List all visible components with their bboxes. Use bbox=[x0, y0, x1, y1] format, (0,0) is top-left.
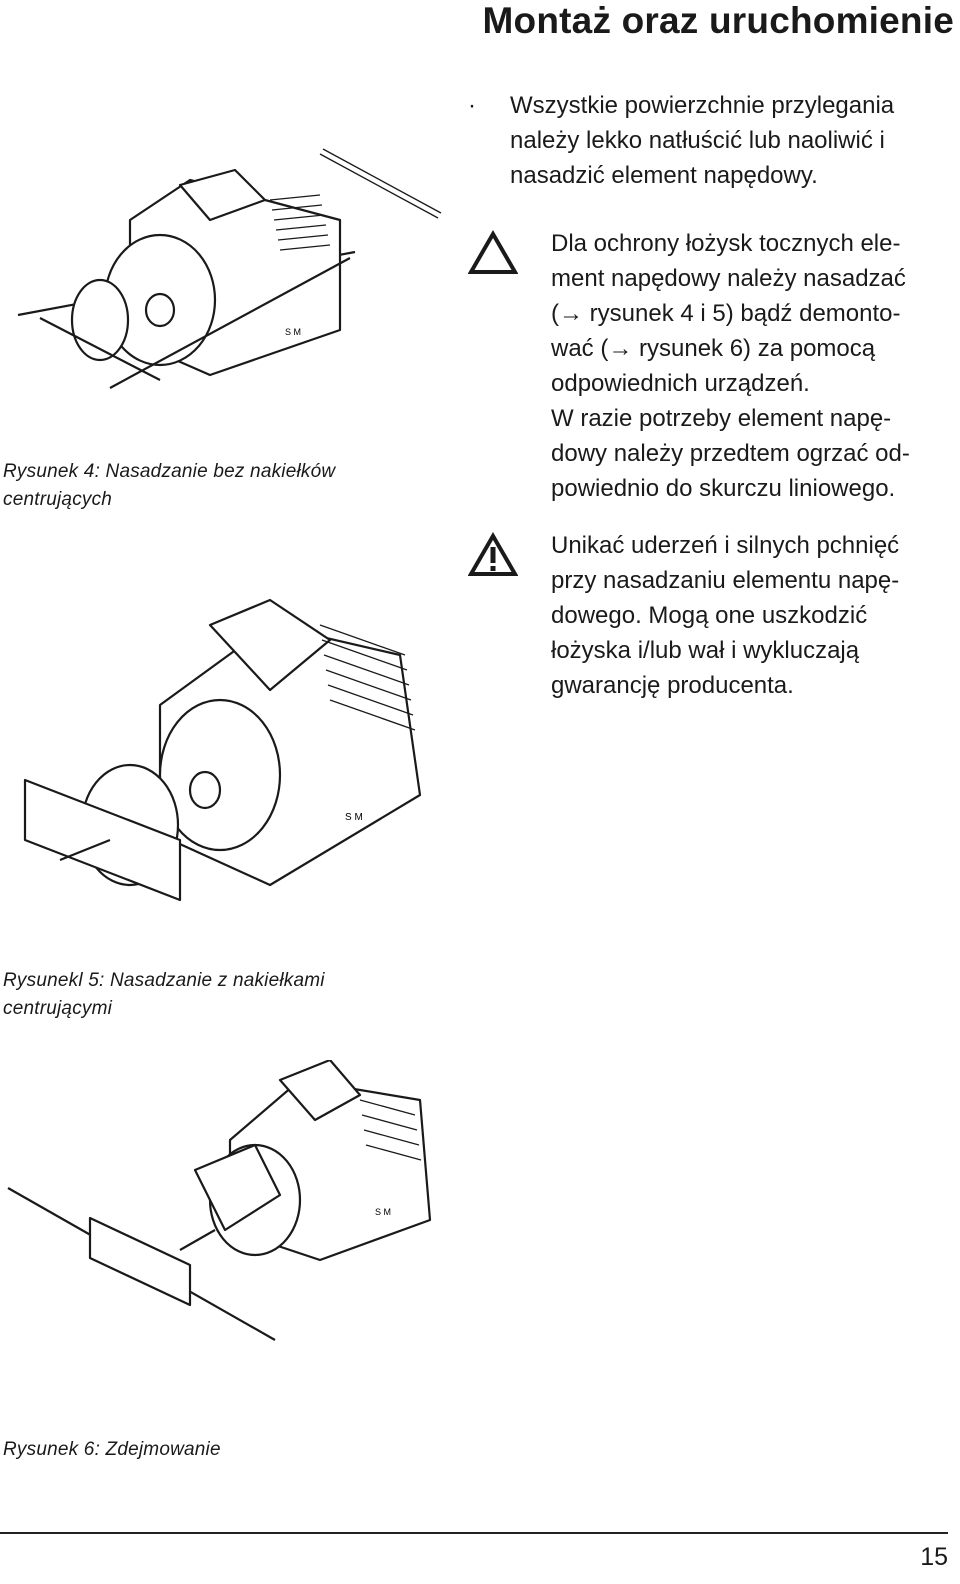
threaded-spindle bbox=[319, 153, 439, 219]
fan-cover bbox=[158, 698, 282, 852]
terminal-box bbox=[178, 168, 267, 222]
puller-crossbar bbox=[88, 1216, 192, 1307]
figure-6-puller-drawing: S M bbox=[7, 1060, 432, 1341]
gear-puller-arms bbox=[193, 1143, 282, 1232]
fig6-frame-label: S M bbox=[375, 1207, 391, 1217]
terminal-box bbox=[278, 1060, 362, 1122]
figure-4-caption: Rysunek 4: Nasadzanie bez nakiełków cent… bbox=[3, 461, 336, 510]
shaft-end bbox=[188, 770, 222, 810]
terminal-box bbox=[208, 598, 332, 692]
page-title: Montaż oraz uruchomienie bbox=[482, 0, 954, 41]
warning-note-text: Unikać uderzeń i silnych pchnięć przy na… bbox=[551, 532, 900, 699]
warning-note: Unikać uderzeń i silnych pchnięć przy na… bbox=[468, 528, 948, 703]
figure-5-motor-mounting-drawing: S M bbox=[23, 598, 422, 902]
caution-note-text: Dla ochrony łożysk tocznych ele- ment na… bbox=[551, 230, 910, 502]
caution-triangle-icon bbox=[468, 230, 518, 274]
fig5-frame-label: S M bbox=[345, 812, 363, 823]
page-number: 15 bbox=[920, 1543, 948, 1571]
threaded-bolt bbox=[59, 838, 111, 862]
warning-exclamation-icon bbox=[468, 532, 518, 576]
bullet-text: Wszystkie powierzchnie przylegania należ… bbox=[510, 92, 895, 189]
figure-6-caption: Rysunek 6: Zdejmowanie bbox=[3, 1439, 221, 1460]
fig4-frame-label: S M bbox=[285, 327, 301, 337]
pressing-rod-bottom bbox=[39, 317, 161, 381]
shaft-end bbox=[144, 292, 176, 328]
caution-note: Dla ochrony łożysk tocznych ele- ment na… bbox=[468, 226, 948, 506]
pressing-plate bbox=[23, 778, 182, 902]
footer-rule bbox=[0, 1532, 948, 1534]
puller-spindle bbox=[179, 1229, 216, 1251]
figure-5-caption: Rysunekl 5: Nasadzanie z nakiełkami cent… bbox=[3, 970, 325, 1019]
figure-4-motor-mounting-drawing: S M bbox=[17, 148, 442, 389]
bullet-marker: · bbox=[468, 92, 476, 119]
drive-pulley bbox=[70, 278, 130, 362]
instruction-bullet: · Wszystkie powierzchnie przylegania nal… bbox=[468, 88, 948, 193]
